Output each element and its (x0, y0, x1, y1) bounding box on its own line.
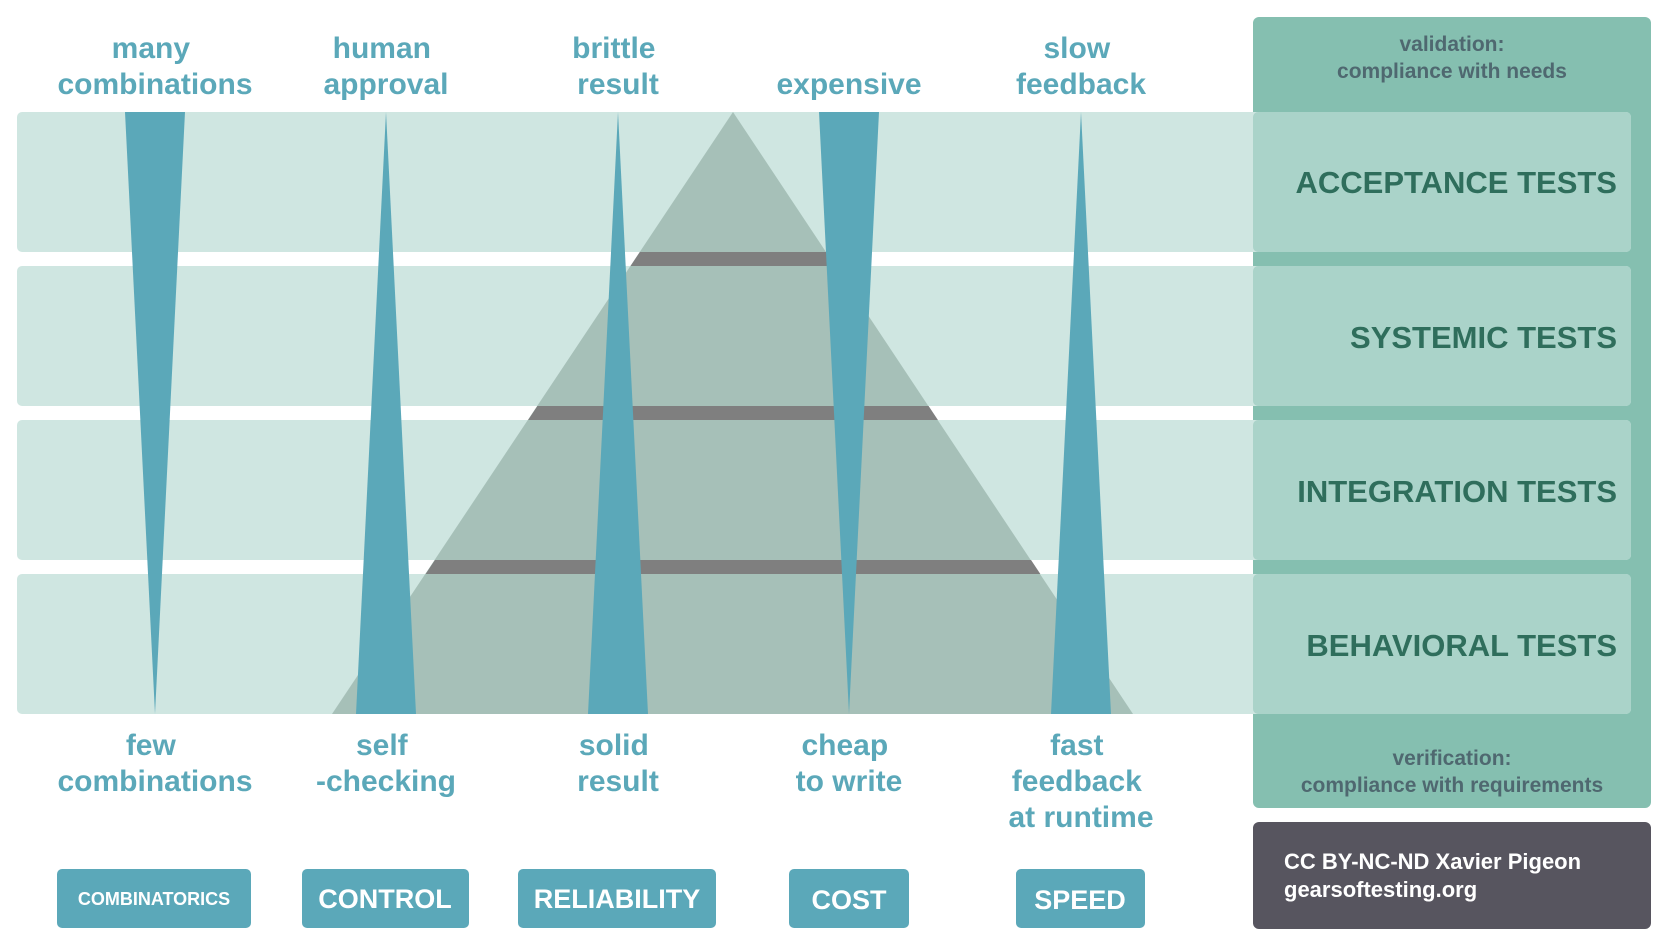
category-label-speed: SPEED (1034, 885, 1126, 915)
top-label-line: many (112, 32, 191, 65)
category-badge-speed (1016, 869, 1145, 928)
category-badge-control (302, 869, 469, 928)
bottom-label-line: combinations (57, 765, 252, 798)
top-label-reliability: brittle result (572, 32, 664, 101)
validation-description: compliance with needs (1337, 60, 1567, 83)
top-label-line: result (577, 68, 659, 101)
pyramid-divider-2 (528, 406, 938, 420)
category-badge-combinatorics (57, 869, 251, 928)
wedge-combinatorics (125, 112, 185, 714)
bottom-label-line: -checking (316, 765, 456, 798)
bottom-label-line: solid (579, 729, 649, 762)
top-label-line: approval (323, 68, 448, 101)
dimension-wedges (125, 112, 1111, 714)
bottom-label-control: self -checking (316, 729, 456, 798)
credit-background (1253, 822, 1651, 929)
pyramid-divider-1 (630, 252, 836, 266)
category-label-control: CONTROL (318, 884, 451, 914)
bottom-label-reliability: solid result (577, 729, 659, 798)
layer-label-systemic: SYSTEMIC TESTS (1350, 320, 1617, 355)
bottom-label-line: fast (1050, 729, 1103, 762)
top-label-cost: expensive (776, 68, 921, 101)
layer-band-panel-2 (1253, 266, 1631, 406)
top-label-combinatorics: many combinations (57, 32, 252, 101)
layer-band-panel-3 (1253, 420, 1631, 560)
bottom-label-line: to write (796, 765, 903, 798)
top-label-line: expensive (776, 68, 921, 101)
bottom-label-combinatorics: few combinations (57, 729, 252, 798)
layer-band-panel-4 (1253, 574, 1631, 714)
side-texts: validation: compliance with needs verifi… (1301, 33, 1603, 797)
dimension-bottom-labels: few combinations self -checking solid re… (57, 729, 1153, 834)
top-label-line: brittle (572, 32, 655, 65)
bottom-label-line: cheap (801, 729, 888, 762)
validation-label: validation: (1399, 33, 1504, 56)
top-label-control: human approval (323, 32, 448, 101)
bottom-label-line: self (356, 729, 409, 762)
category-label-cost: COST (811, 885, 887, 915)
layer-labels: ACCEPTANCE TESTS SYSTEMIC TESTS INTEGRAT… (1295, 165, 1617, 663)
category-badges: COMBINATORICS CONTROL RELIABILITY COST S… (57, 869, 1145, 928)
credit-license: CC BY-NC-ND Xavier Pigeon (1284, 849, 1581, 874)
top-label-line: feedback (1016, 68, 1146, 101)
pyramid-divider-3 (425, 560, 1041, 574)
verification-label: verification: (1392, 747, 1511, 770)
wedge-cost (819, 112, 879, 714)
top-label-line: slow (1043, 32, 1110, 65)
bottom-label-line: at runtime (1008, 801, 1153, 834)
dimension-top-labels: many combinations human approval brittle… (57, 32, 1146, 101)
bottom-label-line: result (577, 765, 659, 798)
layer-band-panel-1 (1253, 112, 1631, 252)
top-label-speed: slow feedback (1016, 32, 1146, 101)
bottom-label-speed: fast feedback at runtime (1008, 729, 1153, 834)
wedge-control (356, 112, 416, 714)
layer-label-acceptance: ACCEPTANCE TESTS (1295, 165, 1617, 200)
top-label-line: human (333, 32, 431, 65)
wedge-speed (1051, 112, 1111, 714)
layer-label-integration: INTEGRATION TESTS (1297, 474, 1617, 509)
category-label-reliability: RELIABILITY (534, 884, 701, 914)
verification-description: compliance with requirements (1301, 774, 1603, 797)
bottom-label-line: few (126, 729, 177, 762)
credit-website: gearsoftesting.org (1284, 877, 1477, 902)
category-badge-reliability (518, 869, 716, 928)
credit-box: CC BY-NC-ND Xavier Pigeon gearsoftesting… (1253, 822, 1651, 929)
top-label-line: combinations (57, 68, 252, 101)
bottom-label-line: feedback (1012, 765, 1142, 798)
category-badge-cost (789, 869, 909, 928)
category-label-combinatorics: COMBINATORICS (78, 889, 230, 909)
bottom-label-cost: cheap to write (796, 729, 903, 798)
layer-label-behavioral: BEHAVIORAL TESTS (1306, 628, 1617, 663)
wedge-reliability (588, 112, 648, 714)
